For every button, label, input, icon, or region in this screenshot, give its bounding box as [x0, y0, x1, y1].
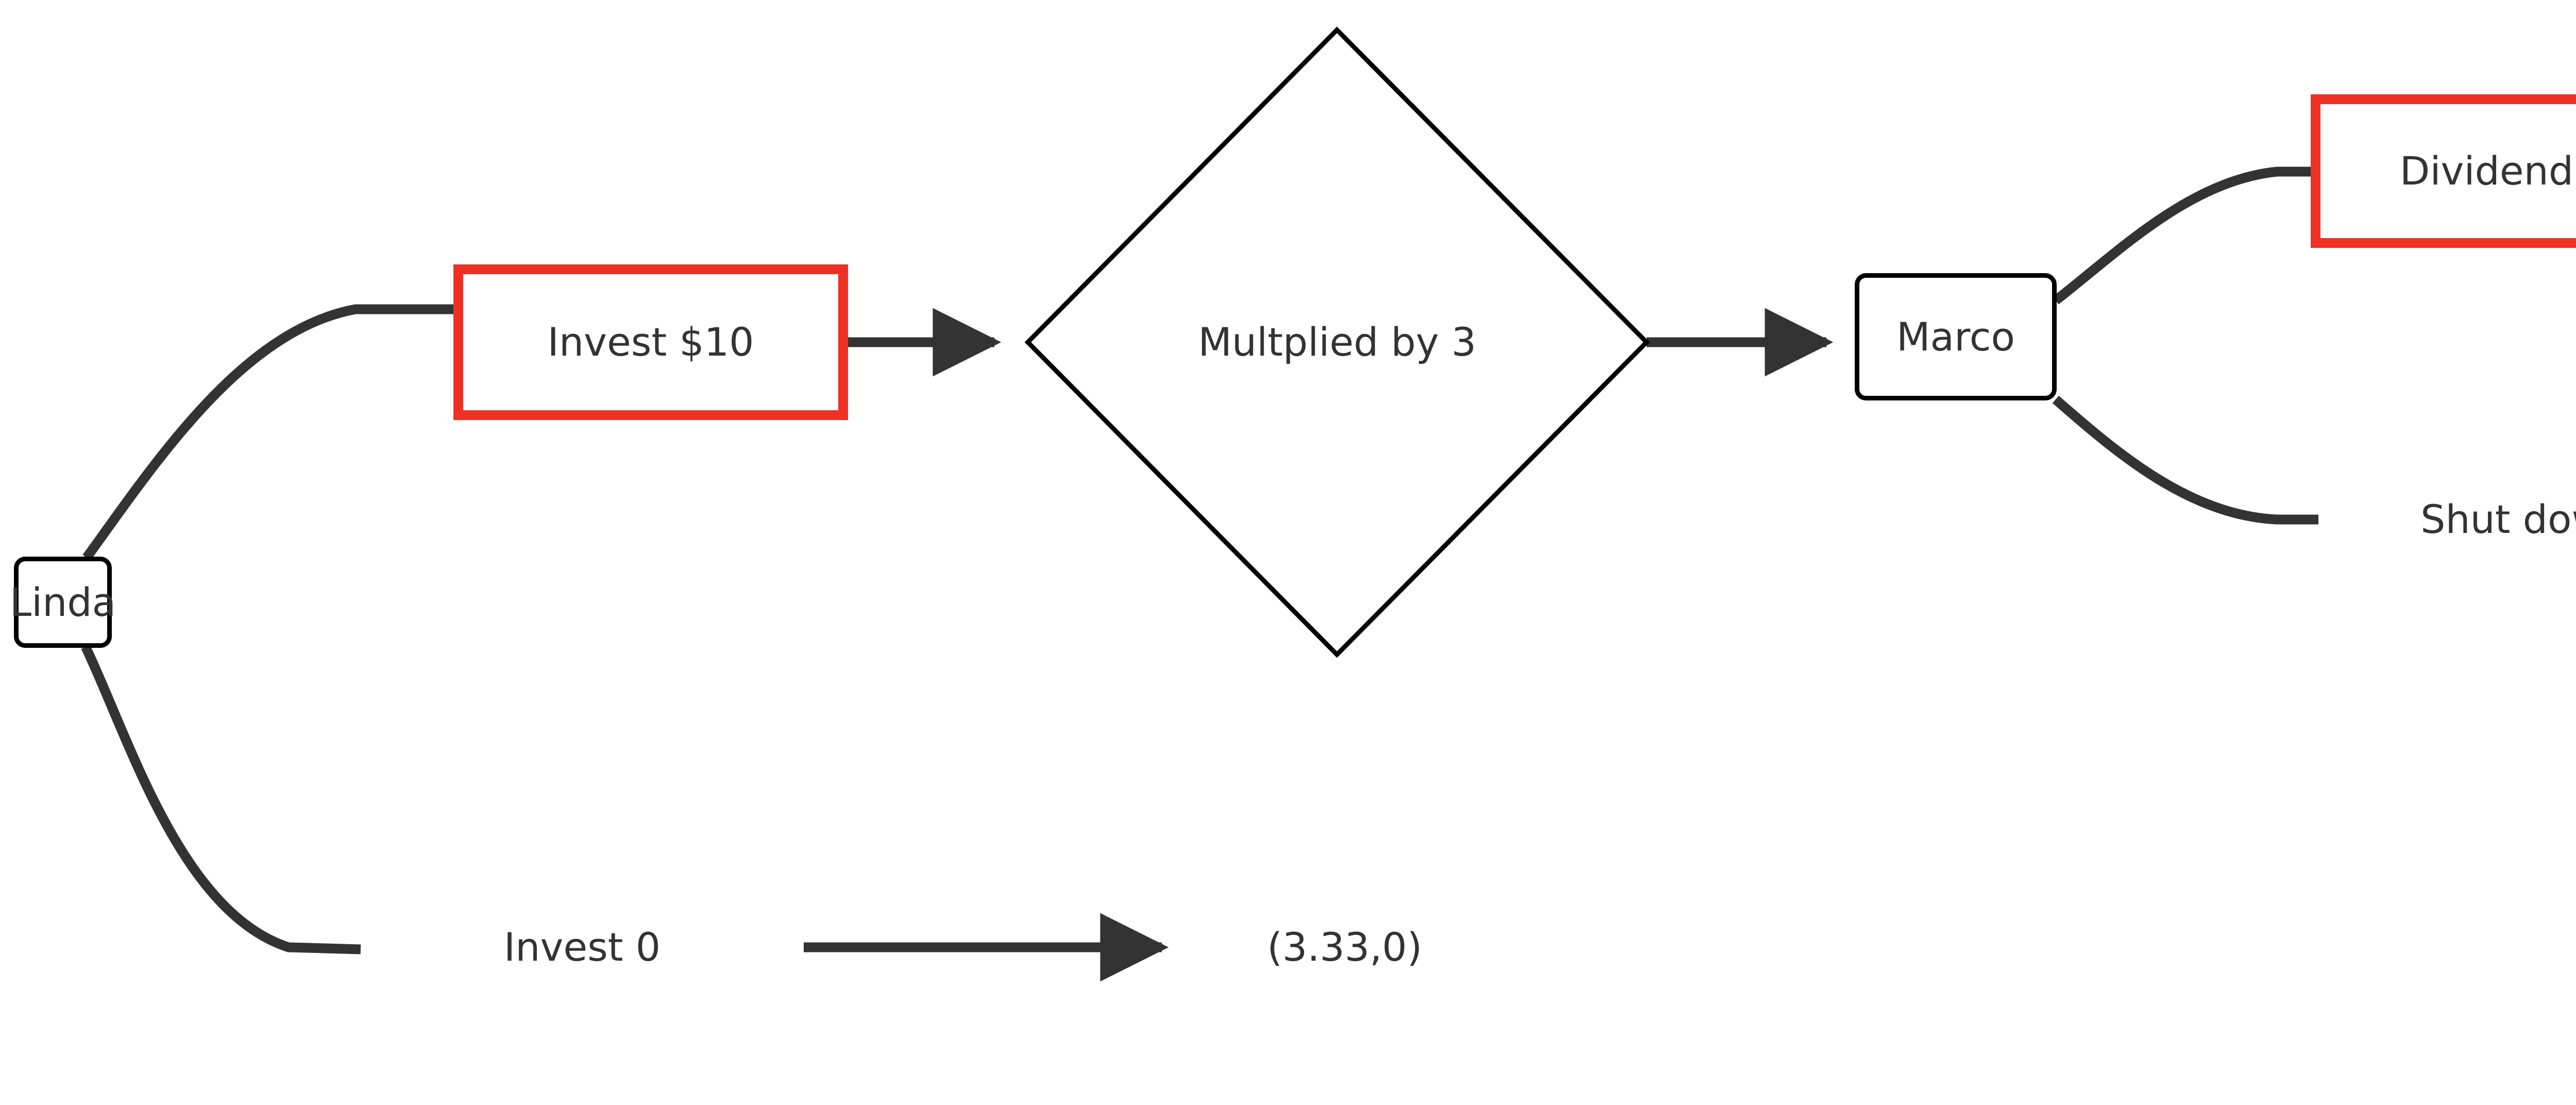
payoff-invest-0-text: (3.33,0)	[1267, 924, 1422, 970]
node-invest-10[interactable]: Invest $10	[453, 264, 848, 420]
multiplier-diamond-shape	[1024, 26, 1650, 658]
edge-linda-to-invest0	[81, 644, 361, 955]
node-shut-down[interactable]: Shut down	[2420, 499, 2576, 540]
node-marco[interactable]: Marco	[1855, 273, 2057, 400]
node-dividend[interactable]: Dividend	[2311, 94, 2576, 248]
node-multiplier-label: Multplied by 3	[1198, 319, 1477, 365]
node-shut-down-label: Shut down	[2420, 496, 2576, 543]
node-invest-10-label: Invest $10	[547, 319, 754, 365]
node-dividend-label: Dividend	[2399, 148, 2574, 194]
node-invest-0[interactable]: Invest 0	[504, 927, 660, 968]
edge-linda-to-invest10	[82, 304, 453, 561]
edge-marco-to-shutdown	[2052, 395, 2318, 525]
node-invest-0-label: Invest 0	[503, 924, 661, 970]
node-marco-label: Marco	[1896, 313, 2015, 360]
node-linda-label: Linda	[9, 579, 116, 625]
node-linda[interactable]: Linda	[10, 557, 116, 648]
payoff-invest-0-outcome: (3.33,0)	[1267, 927, 1422, 968]
node-multiplier[interactable]: Multplied by 3	[1028, 289, 1647, 396]
edge-marco-to-dividend	[2053, 166, 2311, 305]
